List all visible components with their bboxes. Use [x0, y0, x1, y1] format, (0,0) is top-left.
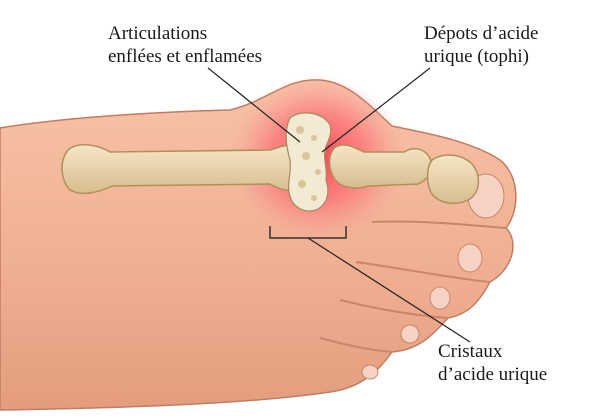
toenail-4: [400, 324, 420, 344]
toe-crease-3: [339, 299, 449, 319]
toenail-2: [457, 243, 483, 273]
leader-line-tophi: [321, 67, 431, 153]
label-tophi-line2: urique (tophi): [424, 46, 530, 67]
toe-crease-1: [371, 220, 507, 229]
crystal-fleck: [315, 169, 321, 175]
crystal-fleck: [311, 195, 317, 201]
crystal-fleck: [298, 180, 306, 188]
tophi-deposits: [285, 112, 332, 212]
toe-crease-4: [319, 337, 393, 353]
leader-lines: [207, 67, 471, 343]
label-tophi-line1: Dépots d’acide: [424, 23, 539, 44]
label-crystals: Cristaux d’acide urique: [438, 340, 547, 386]
label-swollen-joints-line2: enflées et enflamées: [108, 46, 263, 67]
label-swollen-joints-line1: Articulations: [108, 23, 208, 44]
label-swollen-joints: Articulations enflées et enflamées: [108, 22, 262, 68]
toe-crease-2: [355, 261, 491, 283]
toenail-5: [361, 364, 379, 380]
crystal-fleck: [296, 126, 304, 134]
label-crystals-line2: d’acide urique: [438, 364, 548, 385]
proximal-phalanx: [328, 144, 432, 189]
label-crystals-line1: Cristaux: [438, 341, 503, 362]
crystal-fleck: [302, 152, 310, 160]
distal-phalanx: [426, 154, 480, 205]
label-tophi: Dépots d’acide urique (tophi): [424, 22, 538, 68]
crystal-fleck: [311, 135, 317, 141]
toenail-3: [429, 286, 451, 310]
leader-line-swollen: [207, 67, 301, 143]
leader-line-crystals: [307, 237, 471, 343]
tophi-cluster: [285, 112, 332, 212]
bones: [61, 143, 480, 205]
